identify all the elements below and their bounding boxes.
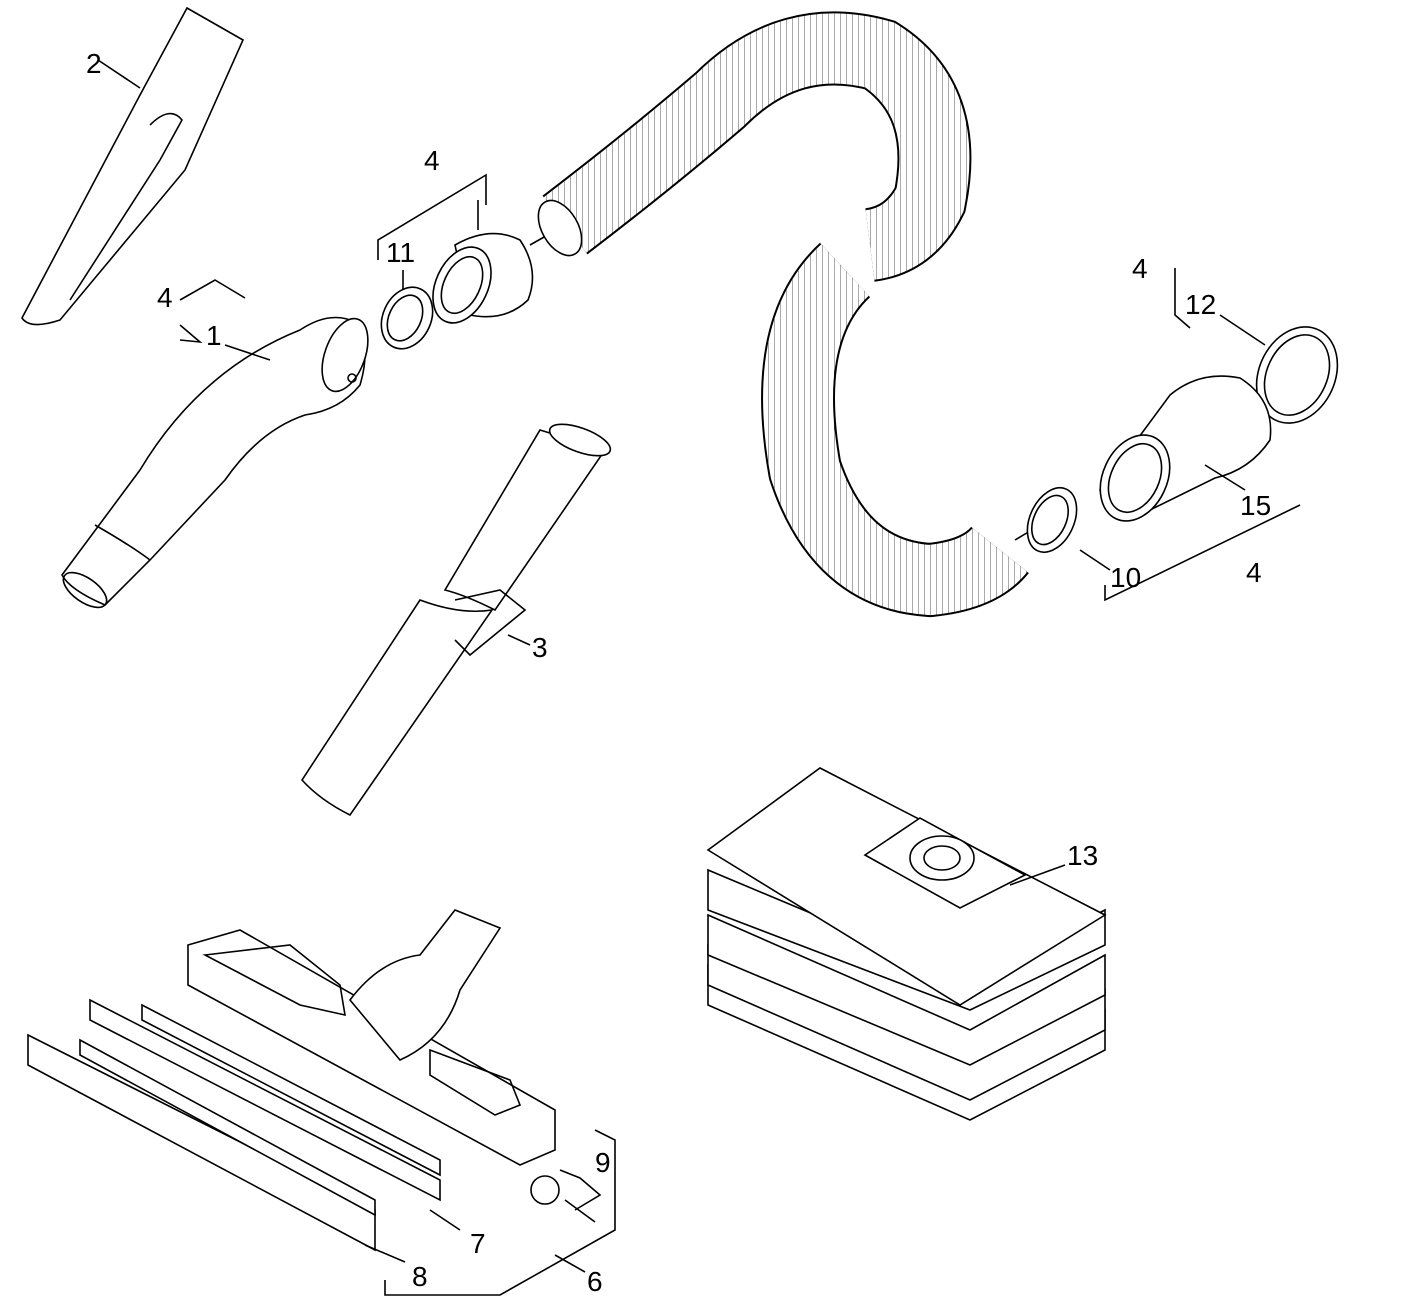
filter-bags-part: [706, 767, 1107, 1121]
callout-11: 11: [386, 237, 415, 268]
callout-6: 6: [587, 1266, 603, 1297]
connector-parts: [1026, 268, 1339, 602]
callout-4-bottom: 4: [1246, 557, 1262, 588]
floor-nozzle-part: [27, 909, 616, 1296]
extension-tubes-part: [300, 423, 612, 817]
callout-10: 10: [1110, 562, 1141, 593]
crevice-nozzle-part: [21, 6, 245, 326]
suction-hose-part: [537, 11, 1041, 618]
callout-8: 8: [412, 1261, 428, 1292]
hose-coupling-part: [377, 173, 561, 350]
callout-15: 15: [1240, 490, 1271, 521]
callout-3: 3: [532, 632, 548, 663]
callout-9: 9: [595, 1147, 611, 1178]
callout-1: 1: [206, 320, 222, 351]
bend-part: [61, 279, 369, 609]
callout-4-bend: 4: [157, 282, 173, 313]
callout-13: 13: [1067, 840, 1098, 871]
callout-7: 7: [470, 1228, 486, 1259]
callout-4-hose: 4: [424, 145, 440, 176]
callout-12: 12: [1185, 289, 1216, 320]
callout-4-connector: 4: [1132, 253, 1148, 284]
callout-2: 2: [86, 48, 102, 79]
